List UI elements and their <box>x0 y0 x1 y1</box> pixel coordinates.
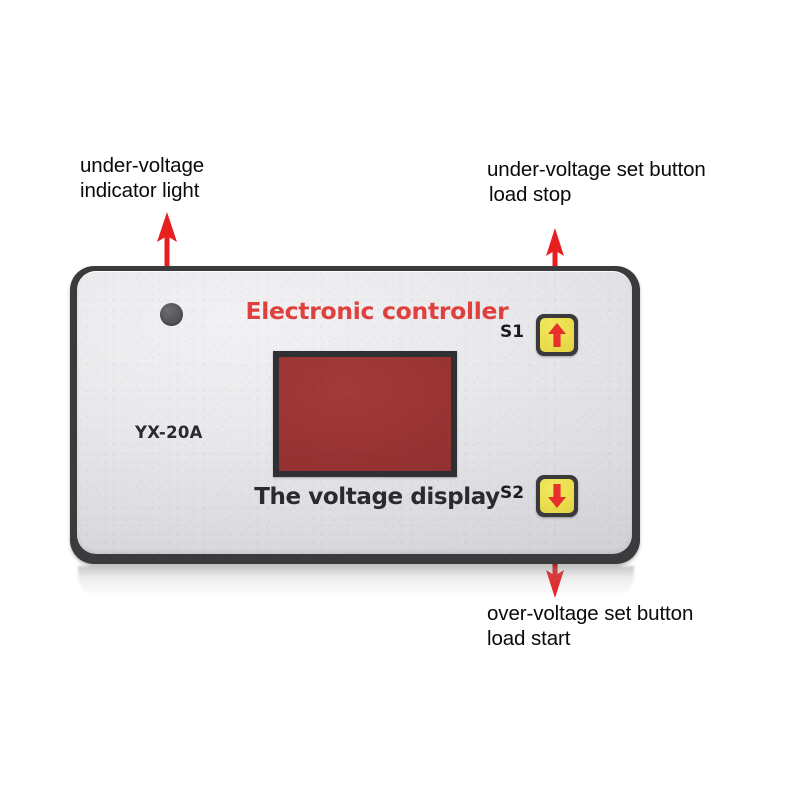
switch-cap-s1[interactable] <box>540 318 574 352</box>
arrow-down-icon <box>547 483 567 509</box>
callout-s1-line2: load stop <box>489 183 572 206</box>
callout-s1-line1: under-voltage set button <box>487 158 706 181</box>
switch-label-s2: S2 <box>500 483 525 503</box>
voltage-display <box>273 351 457 477</box>
switch-cap-s2[interactable] <box>540 479 574 513</box>
callout-s2-line1: over-voltage set button <box>487 602 694 625</box>
switch-button-s2[interactable] <box>536 475 578 517</box>
switch-label-s1: S1 <box>500 322 525 342</box>
annotation-arrow-s2-button <box>543 530 567 598</box>
callout-indicator-light: under-voltage indicator light <box>80 153 204 203</box>
voltage-display-caption: The voltage display <box>254 484 500 510</box>
voltage-display-screen <box>279 357 451 471</box>
switch-button-s1[interactable] <box>536 314 578 356</box>
device-brand-title: Electronic controller <box>245 297 509 325</box>
device-front-panel: Electronic controller YX-20A The voltage… <box>77 271 632 554</box>
callout-s2-line2: load start <box>487 627 571 650</box>
callout-s2-button: over-voltage set button load start <box>487 601 693 651</box>
under-voltage-indicator-light <box>160 303 183 326</box>
callout-s1-button: under-voltage set button load stop <box>487 157 706 207</box>
callout-indicator-line1: under-voltage <box>80 154 205 177</box>
electronic-controller-device: Electronic controller YX-20A The voltage… <box>70 266 640 564</box>
callout-indicator-line2: indicator light <box>80 179 200 202</box>
device-model-label: YX-20A <box>119 409 225 453</box>
arrow-up-icon <box>547 322 567 348</box>
